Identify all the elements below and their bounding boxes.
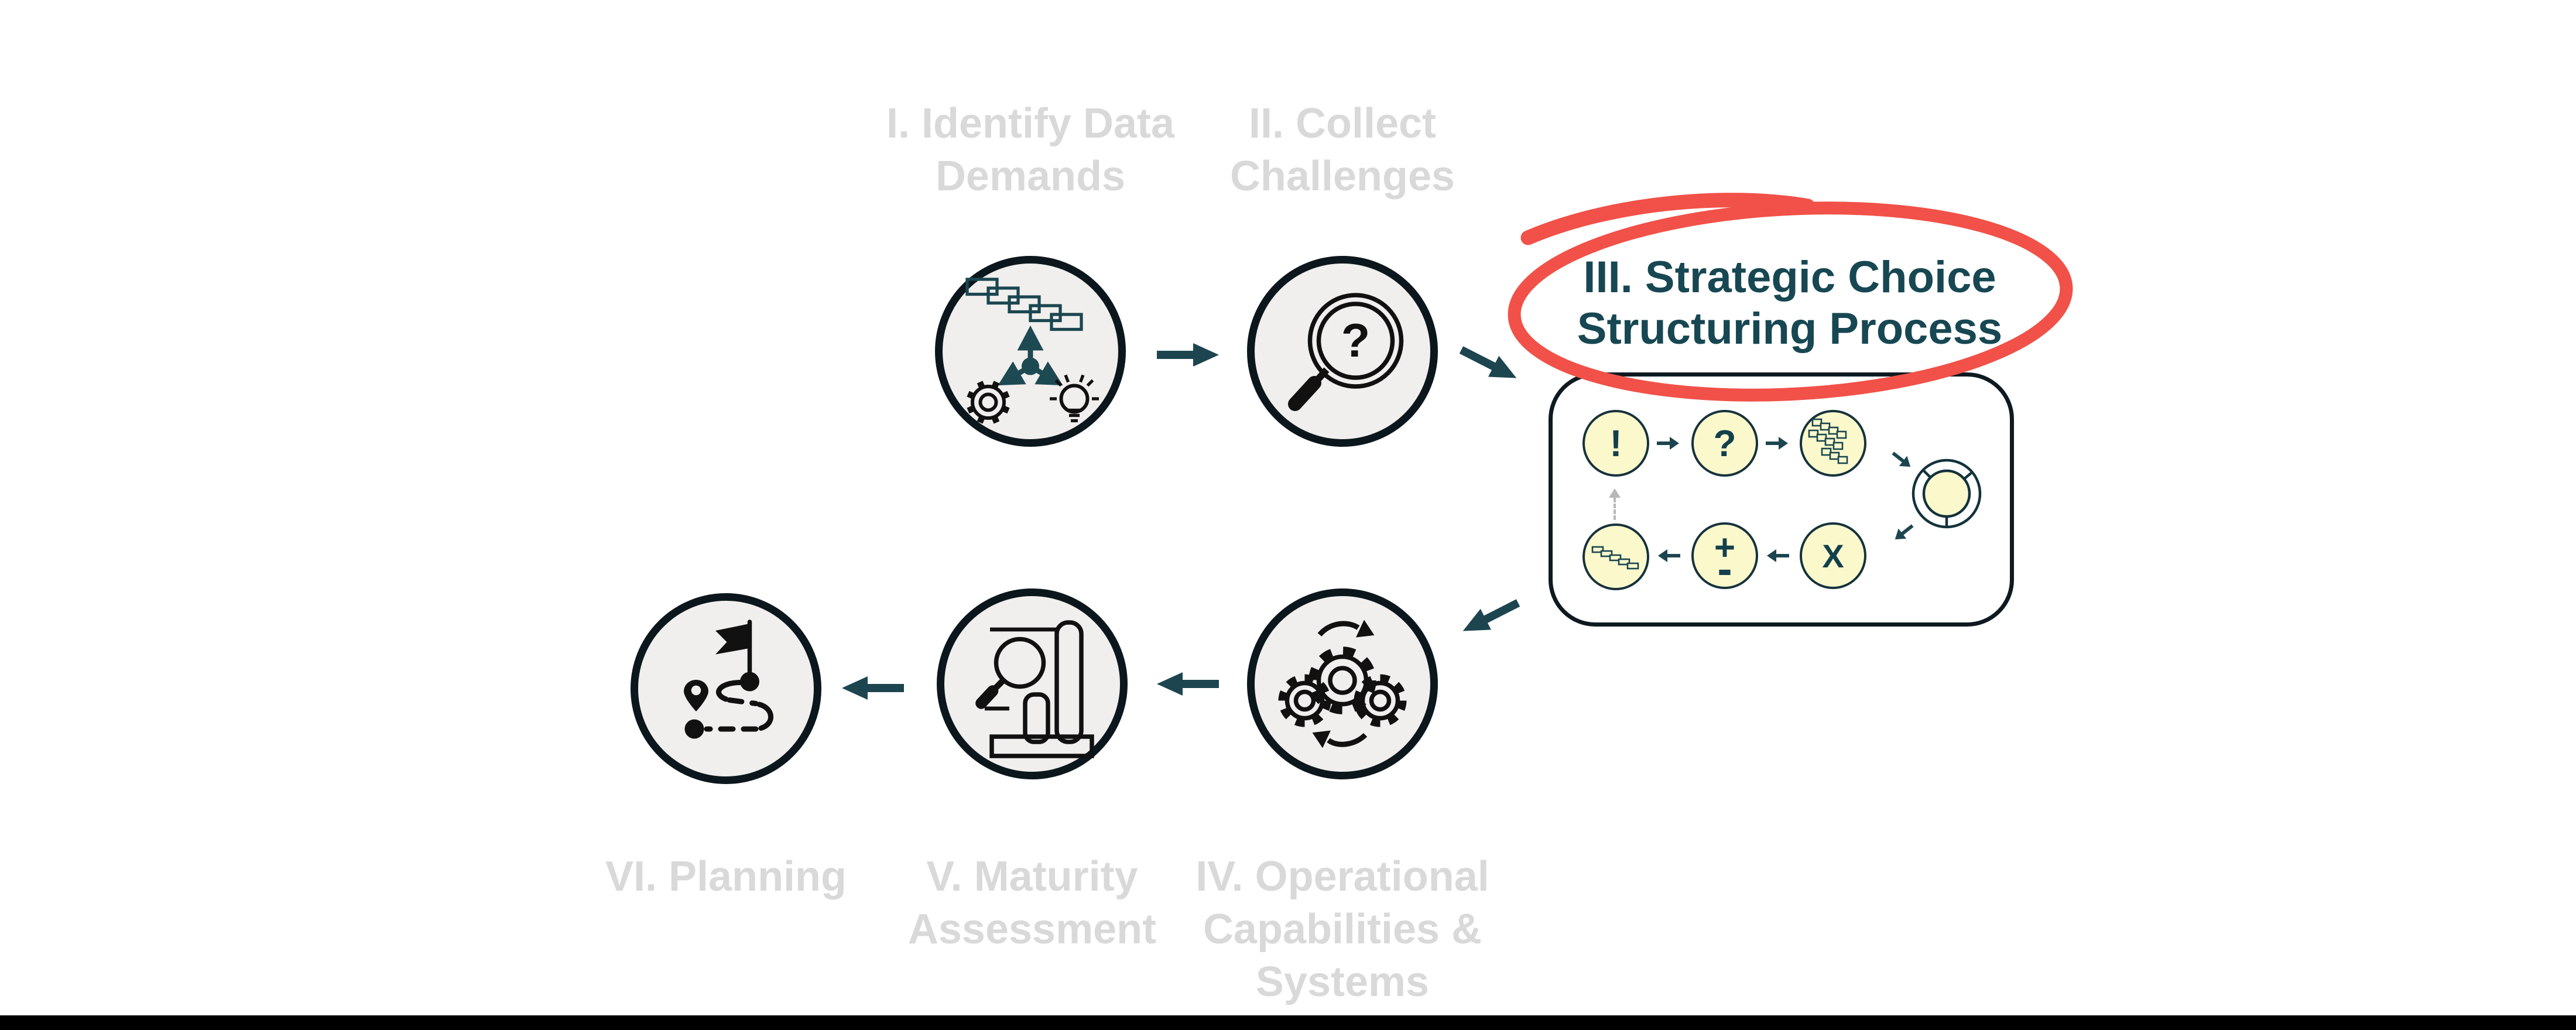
label-step6: VI. Planning [580,850,872,903]
lightbulb-icon [1050,374,1099,423]
arrow-step4-to-step5 [1157,672,1219,696]
chart-magnifier-icon [975,620,1094,758]
label-step5-line1: V. Maturity [926,853,1138,900]
step1-circle [935,256,1126,447]
question-glyph: ? [1713,422,1736,464]
node-exclamation: ! [1582,410,1649,477]
staircase-icon [1591,546,1639,570]
identify-data-icon [965,278,1099,424]
label-step5: V. Maturity Assessment [886,850,1179,956]
arrow-cards-to-donut [1892,451,1911,467]
label-step1-line1: I. Identify Data [886,100,1175,147]
magnifier-question-glyph: ? [1341,314,1370,367]
multiply-glyph: X [1822,537,1844,574]
arrow-multiply-to-plusminus [1767,549,1789,562]
label-step1-line2: Demands [935,153,1126,200]
arrow-plusminus-to-staircase [1658,549,1680,562]
step6-circle [631,593,821,784]
label-step1: I. Identify Data Demands [825,97,1235,203]
label-step2-line2: Challenges [1229,153,1455,200]
node-plus-minus: + - [1691,522,1758,594]
red-marker-ellipse [1508,193,2073,402]
dashed-arrow-shaft [1614,498,1616,520]
bottom-black-bar [0,1015,2576,1030]
arrow-step2-to-step3 [1459,346,1517,378]
node-question: ? [1691,410,1758,477]
dashed-arrowhead-icon [1609,488,1621,498]
label-step2-line1: II. Collect [1248,100,1437,147]
gears-cycle-icon [1278,620,1407,748]
arrow-question-to-cards [1766,437,1788,450]
arrow-step1-to-step2 [1157,343,1219,367]
label-step4-line2: Capabilities & [1203,906,1482,953]
highlight-title-line2: Structuring Process [1577,304,2003,354]
minus-glyph: - [1717,544,1732,594]
scattered-cards-icon [1808,418,1848,464]
node-option-cards [1800,410,1866,477]
highlight-title: III. Strategic Choice Structuring Proces… [1556,252,2024,355]
node-multiply: X [1800,522,1866,589]
step2-circle: ? [1247,256,1438,447]
label-step2: II. Collect Challenges [1167,97,1518,203]
node-staircase [1582,523,1649,590]
gear-icon [967,381,1010,424]
label-step6-line1: VI. Planning [605,853,847,900]
node-donut-chart [1912,458,1982,529]
highlight-title-line1: III. Strategic Choice [1583,252,1996,302]
location-pin-icon [684,680,708,711]
arrow-exclamation-to-question [1657,437,1679,450]
arrow-step5-to-step6 [842,676,904,700]
label-step5-line2: Assessment [907,906,1157,953]
arrow-step3-to-step4 [1462,599,1520,631]
route-flag-icon [684,620,774,739]
magnifier-question-icon: ? [1288,293,1404,411]
exclamation-glyph: ! [1609,422,1622,464]
label-step4-line3: Systems [1255,959,1430,1005]
plus-glyph: + [1714,528,1736,568]
step4-circle [1247,588,1438,779]
label-step4-line1: IV. Operational [1195,853,1489,900]
step5-circle [937,588,1128,779]
label-step4: IV. Operational Capabilities & Systems [1184,850,1501,1008]
arrow-donut-to-multiply [1895,524,1914,540]
dashed-feedback-arrow [1605,488,1624,522]
